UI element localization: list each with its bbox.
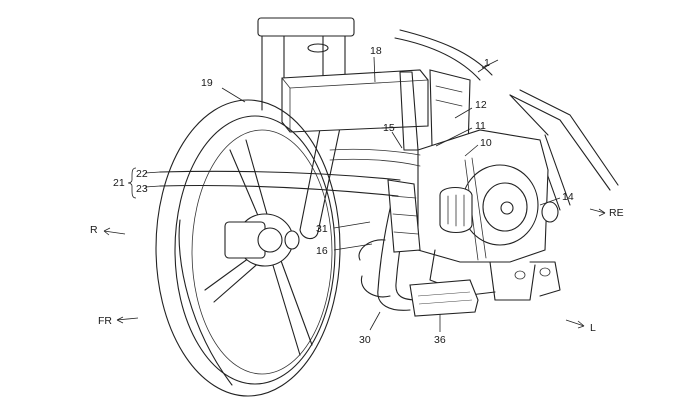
- ref-18: 18: [370, 45, 382, 57]
- component-36: [409, 279, 479, 317]
- dir-l-label: L: [590, 322, 596, 334]
- dir-fr-label: FR: [98, 315, 112, 327]
- ref-21: 21: [113, 177, 125, 189]
- hose-lines: [159, 148, 421, 197]
- exhaust-pipe: [358, 179, 421, 311]
- ref-14: 14: [562, 191, 574, 203]
- dir-re-label: RE: [609, 207, 624, 219]
- leader-lines: [144, 56, 561, 332]
- front-wheel: [155, 99, 341, 397]
- ref-10: 10: [480, 137, 492, 149]
- ref-11: 11: [475, 120, 486, 132]
- ref-36: 36: [434, 334, 446, 346]
- ref-1: 1: [484, 57, 490, 69]
- ref-22: 22: [136, 168, 148, 180]
- ref-23: 23: [136, 183, 148, 195]
- component-box-18: [281, 69, 429, 151]
- engine: [417, 129, 561, 301]
- ref-12: 12: [475, 99, 487, 111]
- brace-21: [127, 167, 137, 199]
- direction-arrows: [103, 63, 606, 329]
- ref-15: 15: [383, 122, 395, 134]
- ref-16: 16: [316, 245, 328, 257]
- dir-r-label: R: [90, 224, 98, 236]
- ref-31: 31: [316, 223, 328, 235]
- ref-19: 19: [201, 77, 213, 89]
- ref-30: 30: [359, 334, 371, 346]
